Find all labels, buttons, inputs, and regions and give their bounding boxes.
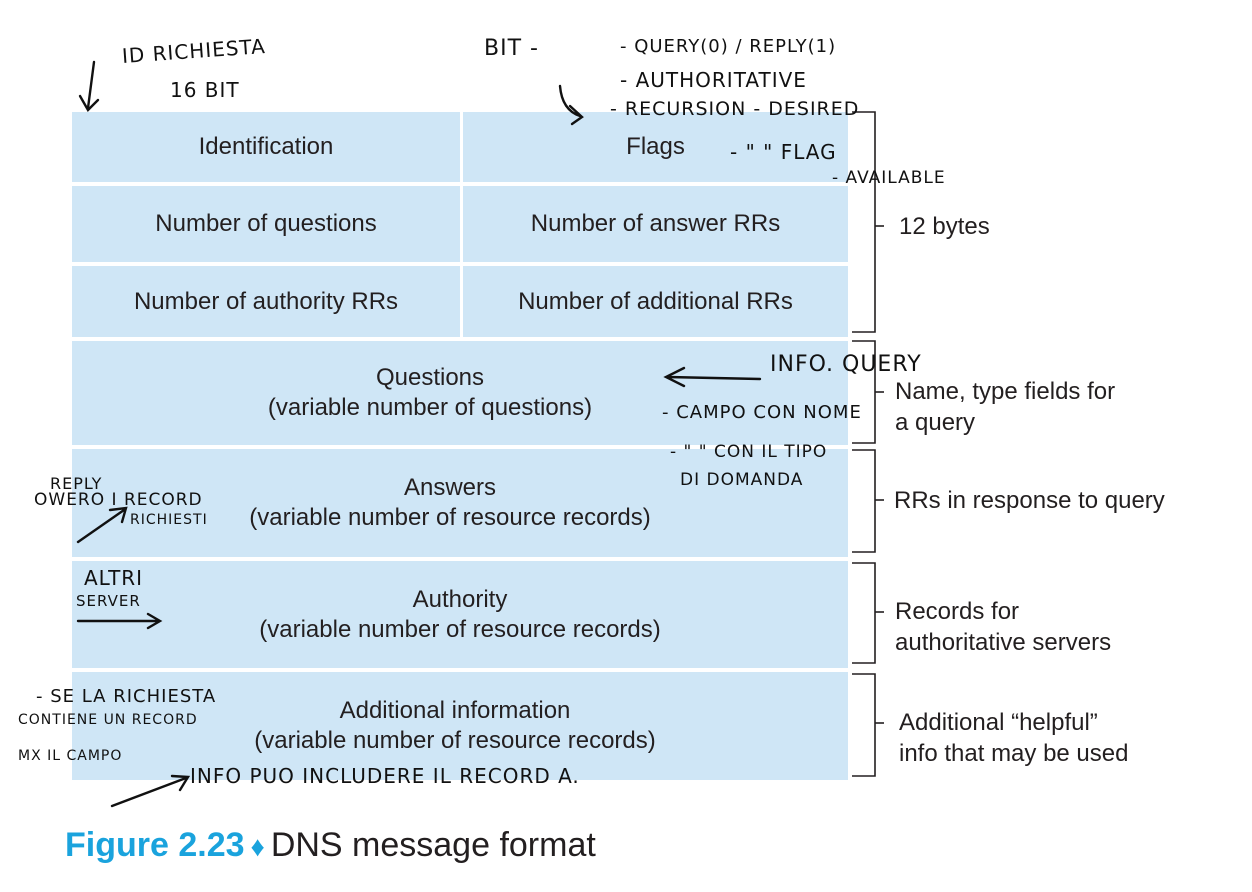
note-flag-4: - " " FLAG — [730, 140, 837, 164]
note-auth-1: ALTRI — [84, 566, 144, 590]
additional-side-label: Additional “helpful” info that may be us… — [899, 709, 1129, 767]
note-flag-1: - QUERY(0) / REPLY(1) — [620, 36, 837, 57]
figure-number: Figure 2.23 — [65, 826, 245, 864]
num-questions-field: Number of questions — [72, 186, 460, 262]
note-q-1: INFO. QUERY — [770, 352, 922, 377]
note-q-3: - " " CON IL TIPO — [670, 442, 828, 462]
num-questions-label: Number of questions — [155, 210, 377, 237]
answers-arrow — [76, 506, 128, 544]
questions-side-label: Name, type fields for a query — [895, 378, 1116, 436]
authority-side-label: Records for authoritative servers — [895, 598, 1112, 656]
authority-subtitle: (variable number of resource records) — [259, 615, 661, 643]
header-size-label: 12 bytes — [899, 213, 990, 240]
note-ans-2: OWERO I RECORD — [34, 490, 203, 510]
num-authority-rrs-field: Number of authority RRs — [72, 266, 460, 337]
diamond-icon: ♦ — [250, 831, 265, 862]
note-add-4: INFO PUO INCLUDERE IL RECORD A. — [190, 764, 580, 788]
answers-bracket — [852, 449, 876, 553]
note-flag-3: - RECURSION - DESIRED — [610, 98, 860, 120]
questions-arrow — [663, 366, 762, 388]
id-arrow — [78, 60, 100, 112]
note-q-4: DI DOMANDA — [680, 470, 804, 490]
num-additional-rrs-field: Number of additional RRs — [463, 266, 848, 337]
header-bracket — [852, 111, 876, 333]
note-q-2: - CAMPO CON NOME — [662, 402, 862, 423]
additional-title: Additional information — [339, 697, 571, 724]
note-flag-2: - AUTHORITATIVE — [620, 68, 807, 92]
num-answer-rrs-label: Number of answer RRs — [530, 210, 781, 237]
questions-title: Questions — [375, 364, 485, 391]
identification-label: Identification — [198, 133, 334, 160]
num-authority-rrs-label: Number of authority RRs — [133, 287, 399, 315]
additional-arrow — [110, 774, 191, 808]
note-add-1: - SE LA RICHIESTA — [36, 686, 217, 707]
note-id-2: 16 BIT — [170, 78, 240, 102]
answers-title: Answers — [403, 474, 497, 501]
answers-side-label: RRs in response to query — [894, 487, 1165, 514]
identification-field: Identification — [72, 112, 460, 182]
answers-section: Answers (variable number of resource rec… — [72, 449, 848, 557]
flags-arrow — [558, 84, 584, 126]
additional-section: Additional information (variable number … — [72, 672, 848, 780]
num-additional-rrs-label: Number of additional RRs — [518, 287, 793, 315]
figure-caption: Figure 2.23♦DNS message format — [65, 826, 596, 865]
answers-subtitle: (variable number of resource records) — [249, 504, 651, 531]
authority-title: Authority — [412, 585, 508, 613]
note-add-3: MX IL CAMPO — [18, 748, 123, 764]
flags-field: Flags — [463, 112, 848, 182]
additional-subtitle: (variable number of resource records) — [254, 727, 656, 754]
num-answer-rrs-field: Number of answer RRs — [463, 186, 848, 262]
questions-section: Questions (variable number of questions) — [72, 341, 848, 445]
additional-bracket — [852, 673, 876, 777]
note-bit: BIT - — [484, 36, 539, 61]
caption-text: DNS message format — [270, 826, 596, 864]
note-ans-3: RICHIESTI — [130, 512, 208, 528]
authority-bracket — [852, 562, 876, 664]
authority-arrow — [76, 612, 163, 630]
note-add-2: CONTIENE UN RECORD — [18, 712, 198, 728]
note-flag-5: - AVAILABLE — [832, 168, 946, 188]
note-auth-2: SERVER — [76, 592, 141, 610]
questions-subtitle: (variable number of questions) — [267, 394, 593, 421]
flags-label: Flags — [626, 133, 685, 160]
authority-section: Authority (variable number of resource r… — [72, 561, 848, 668]
note-ans-1: REPLY — [50, 474, 103, 493]
